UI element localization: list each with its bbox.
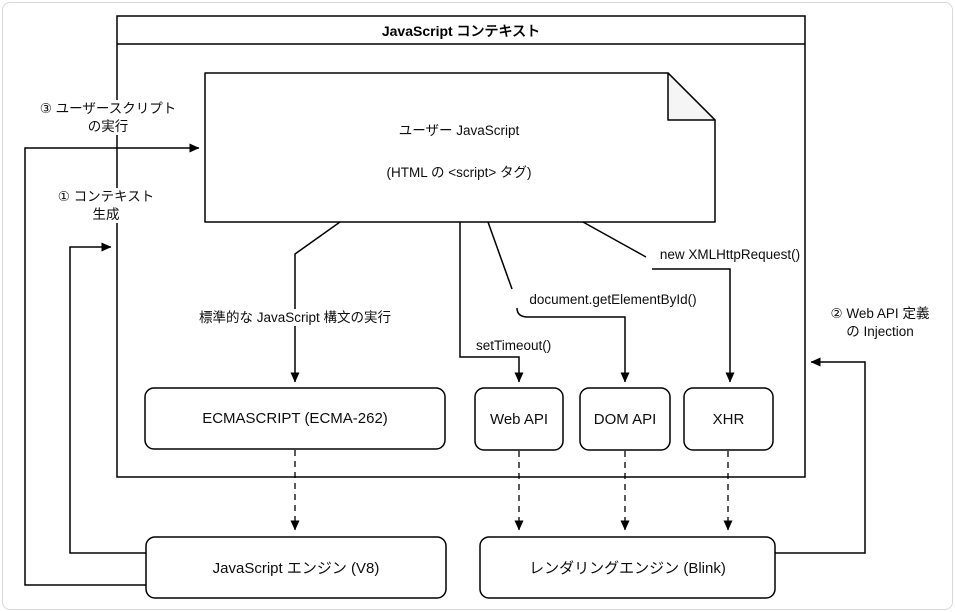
js-engine-node — [145, 536, 447, 599]
document-fold-corner — [667, 72, 716, 121]
step3-label: ③ ユーザースクリプト の実行 — [36, 100, 180, 135]
step3-line2: の実行 — [87, 118, 129, 134]
dom-api-node-label: DOM API — [593, 410, 657, 428]
step2-label: ② Web API 定義 の Injection — [831, 305, 930, 340]
xhr-node — [683, 387, 774, 451]
web-api-node-label: Web API — [489, 410, 549, 428]
ecmascript-node-label: ECMASCRIPT (ECMA-262) — [202, 410, 388, 427]
context-box-title: JavaScript コンテキスト — [381, 23, 541, 39]
js-engine-node-label: JavaScript エンジン (V8) — [212, 560, 380, 577]
arrow-context-creation — [69, 242, 146, 554]
step1-line2: 生成 — [92, 206, 120, 222]
ecma-arrow-label: 標準的な JavaScript 構文の実行 — [195, 309, 395, 326]
step2-line2: の Injection — [846, 323, 914, 339]
dom-api-node — [579, 387, 671, 451]
arrow-user-script-execution — [24, 143, 200, 586]
rendering-engine-node-label: レンダリングエンジン (Blink) — [529, 560, 726, 577]
getelementbyid-label: document.getElementById() — [526, 291, 700, 308]
user-script-document-shape — [204, 72, 716, 223]
xhr-node-label: XHR — [712, 410, 745, 428]
rendering-engine-node — [479, 536, 776, 599]
ecmascript-node — [144, 387, 446, 450]
arrow-to-xhr-lower — [652, 268, 735, 383]
xmlhttprequest-label: new XMLHttpRequest() — [656, 246, 804, 263]
arrow-to-web-api — [459, 222, 524, 383]
step3-line1: ③ ユーザースクリプト — [39, 101, 177, 116]
arrow-to-xhr-upper — [582, 221, 647, 258]
arrow-web-api-injection — [775, 357, 866, 554]
settimeout-label: setTimeout() — [473, 337, 555, 354]
arrow-to-ecmascript — [290, 221, 341, 383]
step1-line1: ① コンテキスト — [57, 189, 155, 204]
user-script-title: ユーザー JavaScript — [398, 123, 520, 138]
arrow-to-dom-api-lower — [516, 307, 630, 383]
arrow-to-dom-api-upper — [487, 221, 513, 290]
step1-label: ① コンテキスト 生成 — [54, 188, 158, 223]
step2-line1: ② Web API 定義 — [830, 306, 930, 321]
user-script-subtitle: (HTML の <script> タグ) — [386, 165, 532, 180]
web-api-node — [474, 387, 564, 451]
